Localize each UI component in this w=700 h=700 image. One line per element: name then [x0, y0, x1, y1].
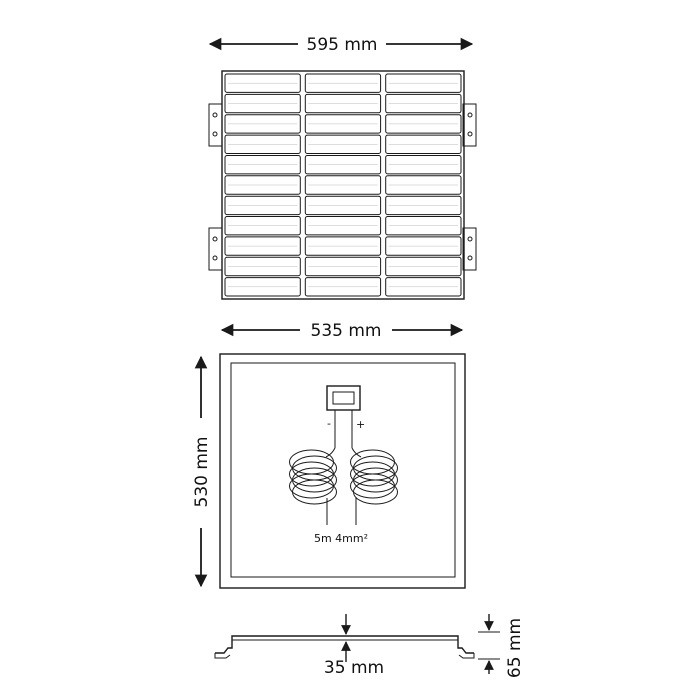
- front-frame: [221, 70, 465, 300]
- solar-cells: [224, 73, 462, 297]
- cable-spec-label: 5m 4mm²: [314, 532, 368, 545]
- cable-coils: [289, 447, 398, 505]
- cable-coil-minus: [292, 479, 337, 505]
- back-frame-outer: [219, 353, 466, 589]
- junction-box: [326, 385, 361, 411]
- height-label: 530 mm: [192, 437, 212, 508]
- back-frame-inner: [230, 362, 456, 578]
- profile-foot-left: [214, 653, 231, 659]
- profile-height-label: 65 mm: [505, 618, 525, 678]
- mounting-brackets: [208, 103, 477, 271]
- profile-foot-right: [458, 653, 475, 659]
- cable-plus-label: +: [356, 418, 365, 431]
- thickness-label: 35 mm: [324, 658, 384, 678]
- side-profile-view: 35 mm 65 mm: [214, 614, 525, 678]
- back-view: 535 mm 530 mm - + 5m 4mm²: [192, 321, 466, 589]
- cable-minus-label: -: [327, 417, 331, 430]
- cable-plus-bend: [351, 447, 362, 458]
- junction-box-label-area: [332, 391, 355, 405]
- profile-outline: [215, 635, 474, 654]
- front-view: 595 mm: [208, 35, 477, 300]
- top-width-label: 595 mm: [307, 35, 378, 55]
- cable-minus-bend: [325, 447, 336, 458]
- cable-coil-plus: [353, 479, 398, 505]
- mid-width-label: 535 mm: [311, 321, 382, 341]
